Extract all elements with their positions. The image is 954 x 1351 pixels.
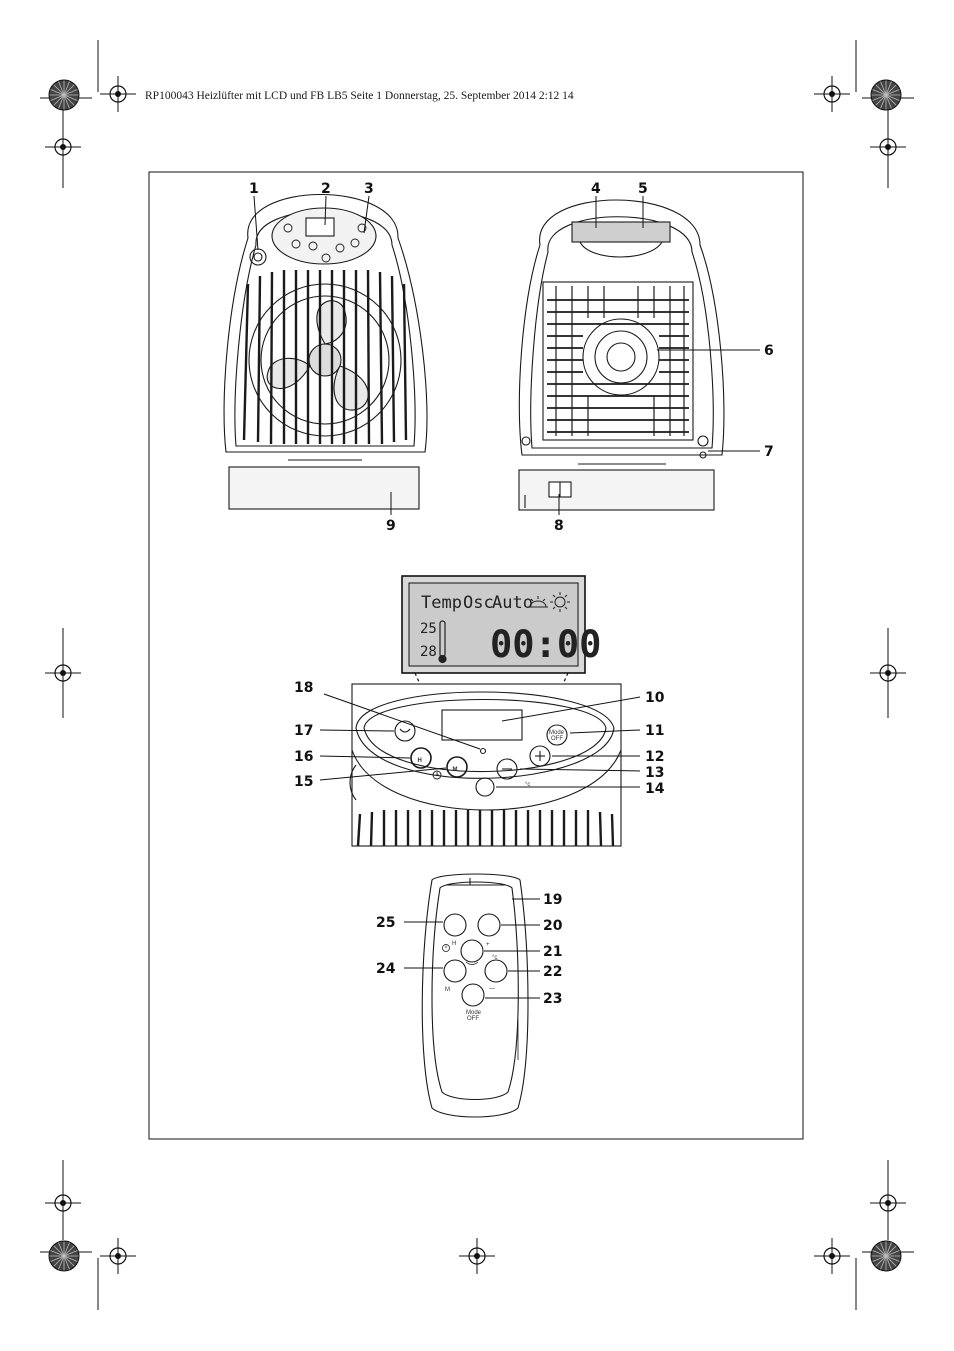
callout-10: 10 [645,690,665,706]
callout-24: 24 [376,961,396,977]
callout-1: 1 [249,181,259,197]
heater-back-view [518,199,725,511]
callout-numbers: 1 2 3 4 5 6 7 8 9 10 11 12 13 14 15 16 1… [249,181,774,1007]
panel-button-marks: H M Mode OFF °c [418,730,565,788]
callout-9: 9 [386,518,396,534]
callout-12: 12 [645,749,664,765]
remote-m-mark: M [445,987,450,993]
figure-frame [148,171,804,1140]
callout-21: 21 [543,944,562,960]
callout-3: 3 [364,181,374,197]
control-panel-detail [349,683,622,847]
callout-15: 15 [294,774,313,790]
thermometer-icon [438,620,447,664]
leader-lines [253,195,760,999]
remote-clock-icon [442,944,450,952]
callout-16: 16 [294,749,313,765]
lcd-temp-room: 28 [420,644,437,660]
panel-mode-mark: Mode [549,730,565,736]
callout-13: 13 [645,765,664,781]
callout-2: 2 [321,181,331,197]
callout-20: 20 [543,918,563,934]
sun-dim-icon [528,596,548,608]
callout-5: 5 [638,181,648,197]
callout-7: 7 [764,444,774,460]
remote-minus-mark: — [489,986,495,992]
callout-17: 17 [294,723,313,739]
lcd-clock: 00:00 [490,623,601,666]
lcd-temp-set: 25 [420,621,437,637]
lcd-mode-temp: Temp [421,593,462,613]
remote-celsius-mark: °c [492,955,497,961]
print-header: RP100043 Heizlüfter mit LCD und FB LB5 S… [145,90,574,102]
crop-marks [40,40,914,1310]
callout-4: 4 [591,181,601,197]
remote-h-mark: H [452,941,456,947]
remote-mode-mark: Mode [466,1010,482,1016]
callout-18: 18 [294,680,313,696]
panel-h-mark: H [418,758,422,764]
callout-11: 11 [645,723,664,739]
clock-icon [432,770,442,780]
remote-plus-mark: + [486,942,490,948]
callout-6: 6 [764,343,774,359]
callout-25: 25 [376,915,395,931]
remote-control [421,873,529,1118]
heater-front-view [223,194,428,510]
lcd-mode-auto: Auto [492,593,533,613]
callout-19: 19 [543,892,562,908]
sun-icon [550,592,570,612]
panel-off-mark: OFF [551,736,563,742]
panel-m-mark: M [453,767,458,773]
callout-23: 23 [543,991,562,1007]
callout-22: 22 [543,964,562,980]
lcd-mode-osc: Osc [463,593,494,613]
callout-8: 8 [554,518,564,534]
panel-celsius-mark: °c [525,782,530,788]
remote-button-marks: H + °c M — Mode OFF [445,941,497,1022]
callout-14: 14 [645,781,665,797]
remote-off-mark: OFF [467,1016,479,1022]
lcd-text: Temp Osc Auto 25 28 00:00 [420,593,601,666]
lcd-display-detail [401,575,586,674]
